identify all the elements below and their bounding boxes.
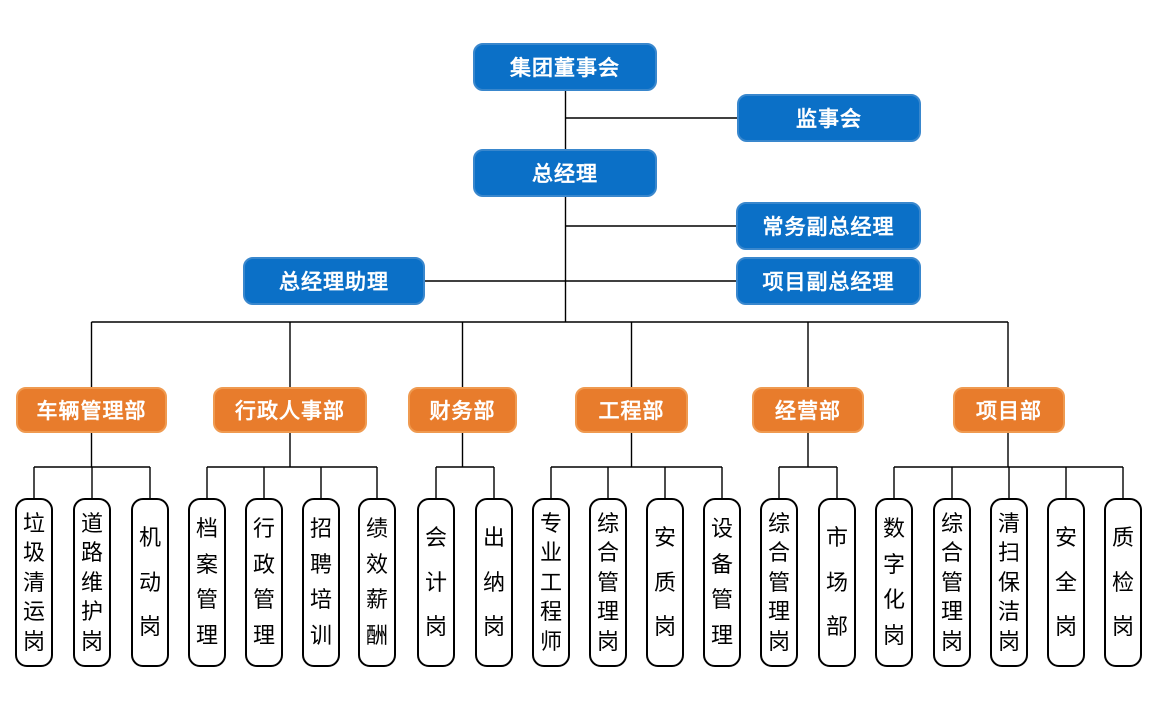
department-operations: 经营部	[752, 387, 864, 433]
position-box: 安全岗	[1047, 498, 1085, 667]
position-box: 综合管理岗	[589, 498, 627, 667]
position-box: 出纳岗	[475, 498, 513, 667]
node-general-manager: 总经理	[473, 149, 657, 197]
position-box: 垃圾清运岗	[15, 498, 53, 667]
position-box: 清扫保洁岗	[990, 498, 1028, 667]
department-vehicle-management: 车辆管理部	[16, 387, 167, 433]
position-box: 会计岗	[417, 498, 455, 667]
position-box: 绩效薪酬	[358, 498, 396, 667]
position-box: 综合管理岗	[933, 498, 971, 667]
department-finance: 财务部	[408, 387, 517, 433]
department-projects: 项目部	[953, 387, 1065, 433]
node-gm-assistant: 总经理助理	[243, 257, 425, 305]
position-box: 市场部	[818, 498, 856, 667]
position-box: 道路维护岗	[73, 498, 111, 667]
position-box: 综合管理岗	[760, 498, 798, 667]
node-supervisory-board: 监事会	[737, 94, 921, 142]
position-box: 行政管理	[245, 498, 283, 667]
node-executive-deputy-gm: 常务副总经理	[736, 202, 921, 250]
position-box: 档案管理	[188, 498, 226, 667]
node-board-of-directors: 集团董事会	[473, 43, 657, 91]
position-box: 数字化岗	[875, 498, 913, 667]
department-engineering: 工程部	[575, 387, 688, 433]
position-box: 机动岗	[131, 498, 169, 667]
position-box: 招聘培训	[302, 498, 340, 667]
department-admin-hr: 行政人事部	[213, 387, 367, 433]
position-box: 安质岗	[646, 498, 684, 667]
position-box: 质检岗	[1104, 498, 1142, 667]
node-project-deputy-gm: 项目副总经理	[736, 257, 921, 305]
position-box: 设备管理	[703, 498, 741, 667]
position-box: 专业工程师	[532, 498, 570, 667]
